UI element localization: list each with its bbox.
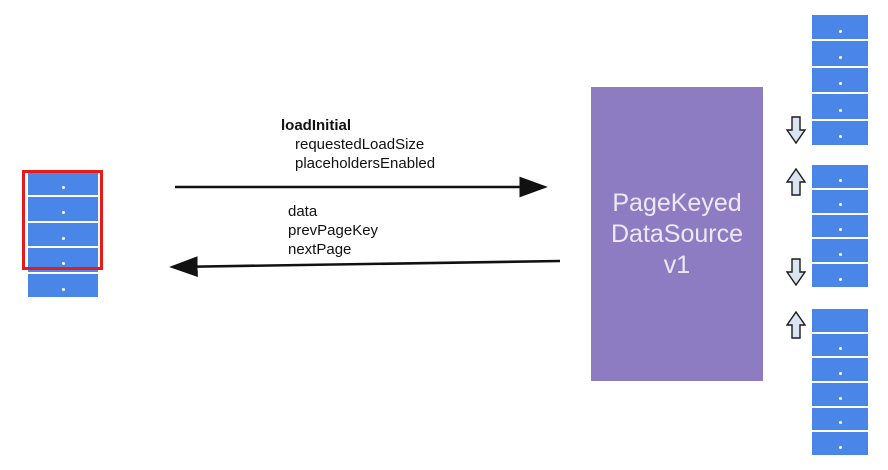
call-param: placeholdersEnabled — [295, 155, 436, 172]
placeholder-dot — [839, 56, 842, 60]
placeholder-dot — [62, 236, 65, 240]
list-item — [812, 405, 868, 431]
list-item — [812, 262, 868, 287]
list-item — [812, 65, 868, 92]
list-item — [812, 15, 868, 39]
scroll-down-icon — [786, 116, 806, 144]
datasource-box: PageKeyed DataSource v1 — [591, 87, 763, 381]
list-item — [812, 165, 868, 188]
list-item — [812, 212, 868, 238]
list-item — [28, 195, 98, 220]
list-item — [812, 430, 868, 455]
list-item — [812, 309, 868, 332]
list-item — [812, 356, 868, 381]
list-item — [812, 118, 868, 145]
call-method-name: loadInitial — [281, 117, 352, 134]
list-item — [28, 172, 98, 195]
placeholder-dot — [839, 396, 842, 400]
scroll-up-icon — [786, 311, 806, 339]
list-item — [812, 381, 868, 406]
placeholder-dot — [839, 347, 842, 351]
screen-list — [28, 172, 98, 297]
placeholder-dot — [839, 421, 842, 425]
list-item — [812, 187, 868, 213]
response-value: prevPageKey — [288, 222, 379, 239]
placeholder-dot — [62, 262, 65, 266]
call-param: requestedLoadSize — [295, 136, 425, 153]
placeholder-dot — [839, 135, 842, 139]
placeholder-dot — [839, 108, 842, 112]
list-item — [812, 237, 868, 262]
list-item — [28, 220, 98, 246]
list-item — [28, 246, 98, 271]
scroll-down-icon — [786, 258, 806, 286]
placeholder-dot — [839, 277, 842, 281]
placeholder-dot — [62, 287, 65, 291]
placeholder-dot — [839, 82, 842, 86]
list-item — [28, 271, 98, 297]
placeholder-dot — [839, 371, 842, 375]
page-list-bottom — [812, 309, 868, 455]
placeholder-dot — [839, 445, 842, 449]
placeholder-dot — [62, 211, 65, 215]
page-list-middle — [812, 165, 868, 287]
list-item — [812, 92, 868, 118]
page-list-top — [812, 15, 868, 145]
placeholder-dot — [839, 203, 842, 207]
list-item — [812, 39, 868, 65]
scroll-up-icon — [786, 168, 806, 196]
response-value: nextPage — [288, 241, 352, 258]
viewport-highlight — [22, 170, 103, 270]
response-arrow — [169, 256, 561, 278]
list-item — [812, 331, 868, 357]
placeholder-dot — [839, 253, 842, 257]
placeholder-dot — [839, 228, 842, 232]
load-initial-call-label: loadInitial requestedLoadSize placeholde… — [281, 116, 435, 173]
response-value: data — [288, 203, 318, 220]
placeholder-dot — [839, 178, 842, 182]
response-label: data prevPageKey nextPage — [288, 202, 378, 259]
placeholder-dot — [62, 186, 65, 190]
placeholder-dot — [839, 29, 842, 33]
